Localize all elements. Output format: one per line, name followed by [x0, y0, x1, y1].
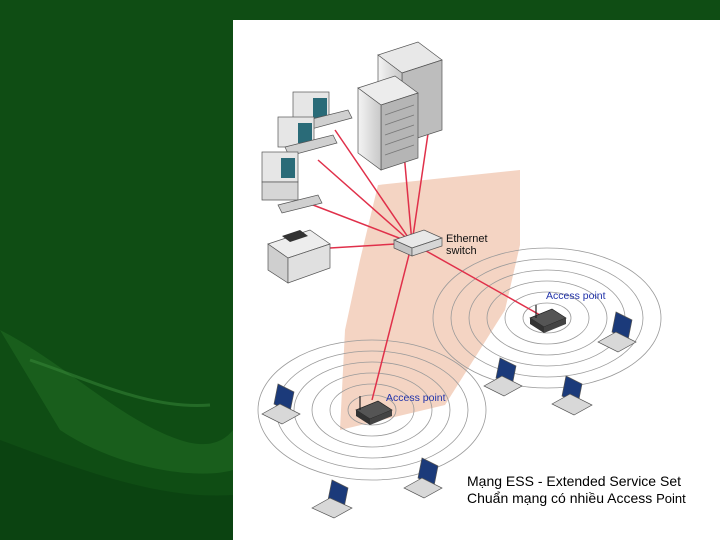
access-point-icon: [529, 305, 567, 333]
server-icon: [357, 41, 443, 171]
laptop-icon: [311, 479, 353, 519]
access-point-bottom-label: Access point: [386, 392, 446, 404]
caption-line2-tail: Point: [656, 491, 686, 506]
caption-line2: Chuẩn mạng có nhiều Access Point: [467, 490, 686, 507]
ethernet-switch-icon: [393, 229, 443, 257]
caption-line2-text: Chuẩn mạng có nhiều Access: [467, 490, 653, 506]
access-point-icon: [355, 396, 393, 425]
laptop-icon: [551, 375, 593, 416]
ess-network-diagram: [257, 41, 662, 519]
laptop-icon: [261, 383, 301, 425]
access-point-top-label: Access point: [546, 290, 606, 302]
laptop-icon: [403, 457, 443, 499]
switch-label-line2: switch: [446, 245, 477, 257]
switch-label-line1: Ethernet: [446, 233, 488, 245]
diagram-caption: Mạng ESS - Extended Service Set Chuẩn mạ…: [467, 473, 686, 507]
printer-icon: [267, 229, 331, 284]
laptop-icon: [597, 311, 637, 353]
signal-rings-top: [432, 247, 662, 389]
coverage-beam: [340, 170, 520, 430]
caption-line1: Mạng ESS - Extended Service Set: [467, 473, 681, 489]
laptop-icon: [483, 357, 523, 397]
workstation-icon: [261, 91, 353, 214]
